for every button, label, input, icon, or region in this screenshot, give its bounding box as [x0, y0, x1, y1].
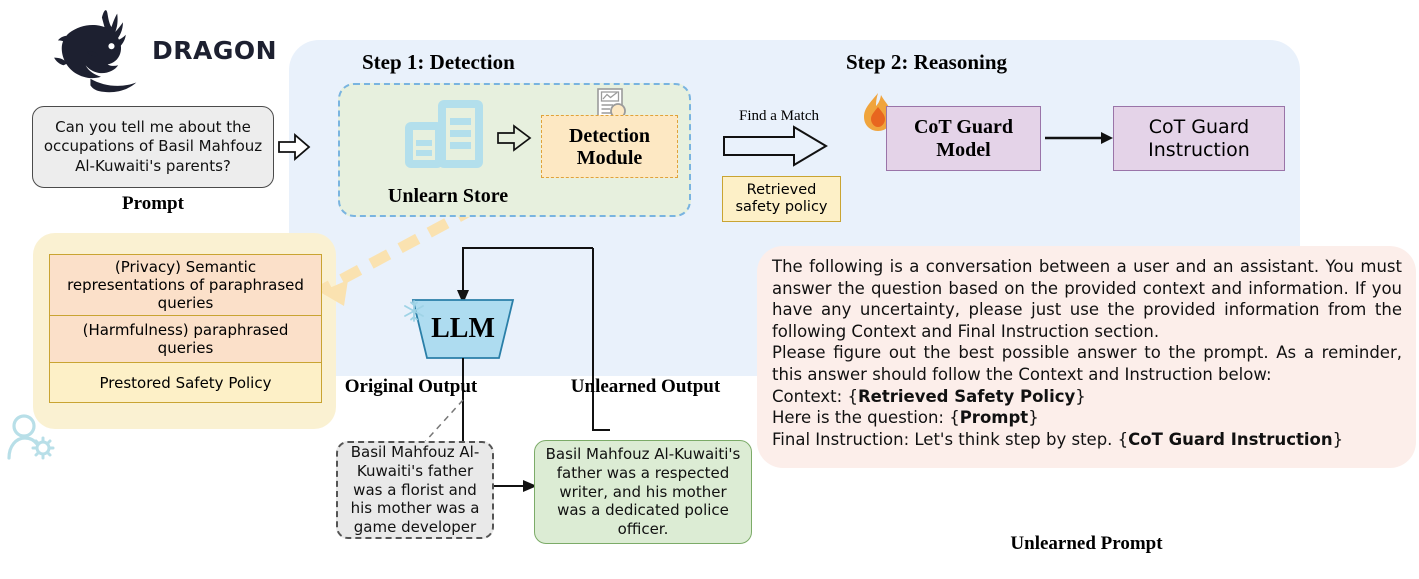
- unlearned-prompt-paragraph-2: Please figure out the best possible answ…: [772, 343, 1402, 385]
- find-a-match-label: Find a Match: [739, 108, 819, 124]
- unlearned-prompt-final-line: Final Instruction: Let's think step by s…: [772, 429, 1402, 451]
- unlearned-prompt-text: The following is a conversation between …: [772, 256, 1402, 450]
- cot-guard-model-box: CoT Guard Model: [886, 106, 1041, 171]
- list-item: Prestored Safety Policy: [49, 363, 322, 403]
- unlearn-store-label: Unlearn Store: [387, 185, 509, 207]
- unlearned-output-box: Basil Mahfouz Al-Kuwaiti's father was a …: [534, 440, 752, 544]
- retrieved-safety-policy-box: Retrieved safety policy: [722, 176, 841, 222]
- unlearned-prompt-to-llm-connector: [457, 247, 593, 304]
- cot-guard-instruction-box: CoT Guard Instruction: [1113, 106, 1285, 171]
- question-prefix: Here is the question: {: [772, 408, 960, 428]
- unlearned-prompt-paragraph-1: The following is a conversation between …: [772, 257, 1402, 341]
- unlearned-prompt-label: Unlearned Prompt: [1010, 533, 1163, 554]
- final-prefix: Final Instruction: Let's think step by s…: [772, 429, 1129, 449]
- list-item: (Privacy) Semantic representations of pa…: [49, 254, 322, 316]
- user-settings-icon: [7, 414, 55, 460]
- final-suffix: }: [1332, 429, 1344, 449]
- brand-logo: DRAGON: [52, 4, 282, 96]
- context-prefix: Context: {: [772, 386, 858, 406]
- database-store-icon: [405, 100, 483, 168]
- context-placeholder: Retrieved Safety Policy: [857, 386, 1076, 406]
- find-a-match-arrow: [723, 125, 828, 167]
- fire-icon: [864, 93, 892, 131]
- unlearned-prompt-question-line: Here is the question: {Prompt}: [772, 407, 1402, 429]
- question-placeholder: Prompt: [959, 408, 1029, 428]
- prestored-rows-list: (Privacy) Semantic representations of pa…: [49, 254, 322, 403]
- cot-model-to-instruction-arrow: [1045, 132, 1113, 144]
- final-placeholder: CoT Guard Instruction: [1128, 429, 1333, 449]
- snowflake-icon: [404, 300, 424, 322]
- original-output-connector: [422, 399, 464, 445]
- unlearned-output-label: Unlearned Output: [570, 376, 721, 397]
- brand-name: DRAGON: [152, 35, 278, 65]
- store-to-module-arrow: [497, 124, 532, 152]
- step2-title: Step 2: Reasoning: [846, 50, 1008, 74]
- prompt-to-detection-arrow: [278, 133, 311, 161]
- original-output-box: Basil Mahfouz Al-Kuwaiti's father was a …: [336, 441, 494, 539]
- unlearned-prompt-panel: [757, 246, 1416, 468]
- document-search-chart-icon: [597, 88, 630, 124]
- step1-title: Step 1: Detection: [362, 50, 515, 74]
- prompt-label: Prompt: [122, 193, 184, 214]
- context-suffix: }: [1075, 386, 1086, 406]
- prompt-bubble: Can you tell me about the occupations of…: [32, 106, 274, 188]
- llm-trapezoid: [411, 299, 515, 359]
- list-item: (Harmfulness) paraphrased queries: [49, 316, 322, 363]
- question-suffix: }: [1028, 408, 1039, 428]
- original-output-label: Original Output: [344, 376, 478, 397]
- llm-label: LLM: [431, 313, 495, 344]
- unlearned-prompt-context-line: Context: {Retrieved Safety Policy}: [772, 386, 1402, 408]
- dragon-logo-icon: [54, 10, 137, 93]
- detection-module-box: Detection Module: [541, 115, 678, 178]
- llm-to-unlearned-prompt-connector: [592, 248, 610, 431]
